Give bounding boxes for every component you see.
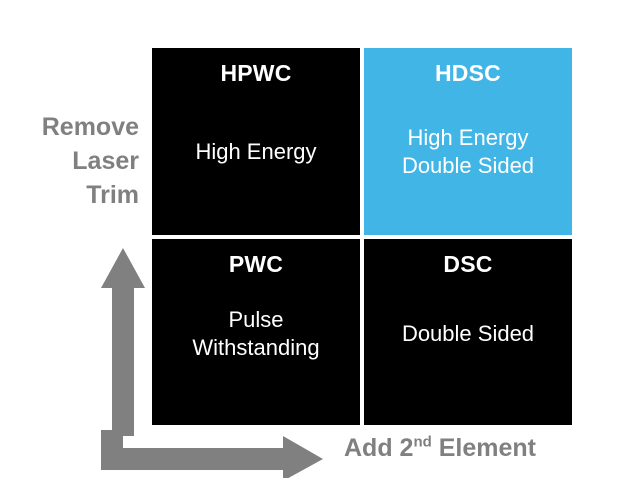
quadrant-code-hdsc: HDSC: [435, 60, 501, 86]
quadrant-description-hdsc: High Energy Double Sided: [401, 125, 535, 179]
quadrant-description-pwc: Pulse Withstanding: [192, 306, 320, 360]
quadrant-bottom-left[interactable]: PWC Pulse Withstanding: [152, 238, 360, 425]
x-axis-label-suffix: Element: [431, 434, 536, 462]
quadrant-matrix: HPWC High Energy HDSC High Energy Double…: [152, 48, 572, 425]
quadrant-bottom-right[interactable]: DSC Double Sided: [364, 238, 572, 425]
x-axis-label: Add 2nd Element: [344, 433, 536, 462]
quadrant-top-right[interactable]: HDSC High Energy Double Sided: [364, 48, 572, 235]
y-axis-arrow: [101, 248, 145, 436]
y-axis-label: Remove Laser Trim: [41, 113, 139, 209]
quadrant-top-left[interactable]: HPWC High Energy: [152, 48, 360, 235]
quadrant-description-dsc: Double Sided: [401, 320, 535, 346]
x-axis-label-superscript: nd: [413, 433, 432, 451]
quadrant-description-hpwc: High Energy: [195, 139, 317, 165]
quadrant-code-hpwc: HPWC: [220, 60, 292, 86]
x-axis-label-prefix: Add 2: [344, 434, 414, 462]
quadrant-code-dsc: DSC: [443, 250, 493, 277]
quadrant-code-pwc: PWC: [228, 250, 284, 277]
x-axis-arrow: [101, 430, 323, 478]
